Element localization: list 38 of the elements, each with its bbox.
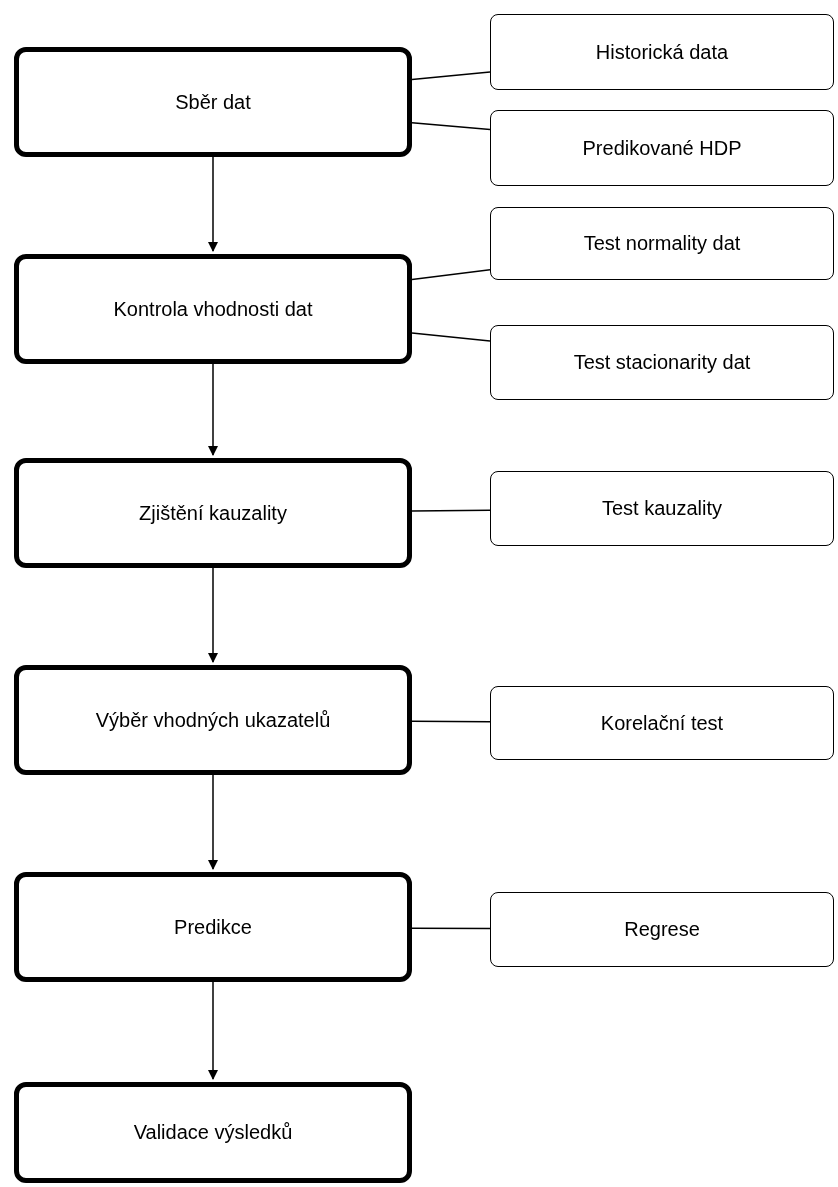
box-label: Historická data	[595, 39, 729, 65]
box-label: Validace výsledků	[133, 1120, 293, 1145]
box-label: Regrese	[624, 917, 700, 942]
process-box	[14, 1082, 412, 1183]
connector-line	[411, 268, 491, 281]
box-label: Test kauzality	[601, 496, 723, 521]
detail-box	[490, 471, 834, 546]
connector-line	[411, 720, 491, 723]
connector-line	[411, 71, 491, 81]
connector-line	[411, 509, 491, 512]
box-label: Test normality dat	[583, 231, 741, 256]
process-box	[14, 254, 412, 364]
process-box	[14, 47, 412, 157]
box-label: Sběr dat	[175, 89, 251, 115]
arrow	[208, 363, 218, 456]
process-box	[14, 872, 412, 982]
box-label: Test stacionarity dat	[573, 350, 751, 375]
detail-box	[490, 892, 834, 967]
box-label: Výběr vhodných ukazatelů	[95, 707, 331, 733]
box-label: Predikované HDP	[582, 135, 742, 161]
connector-line	[411, 121, 491, 131]
process-box	[14, 458, 412, 568]
detail-box	[490, 686, 834, 760]
detail-box	[490, 207, 834, 280]
detail-box	[490, 14, 834, 90]
box-label: Zjištění kauzality	[139, 500, 287, 526]
arrow	[208, 567, 218, 663]
box-label: Predikce	[174, 914, 252, 940]
connector-line	[411, 332, 491, 342]
arrow	[208, 981, 218, 1080]
box-label: Kontrola vhodnosti dat	[113, 296, 313, 322]
box-label: Korelační test	[600, 710, 724, 736]
arrow	[208, 774, 218, 870]
connector-line	[411, 927, 491, 930]
process-box	[14, 665, 412, 775]
detail-box	[490, 110, 834, 186]
detail-box	[490, 325, 834, 400]
arrow	[208, 156, 218, 252]
